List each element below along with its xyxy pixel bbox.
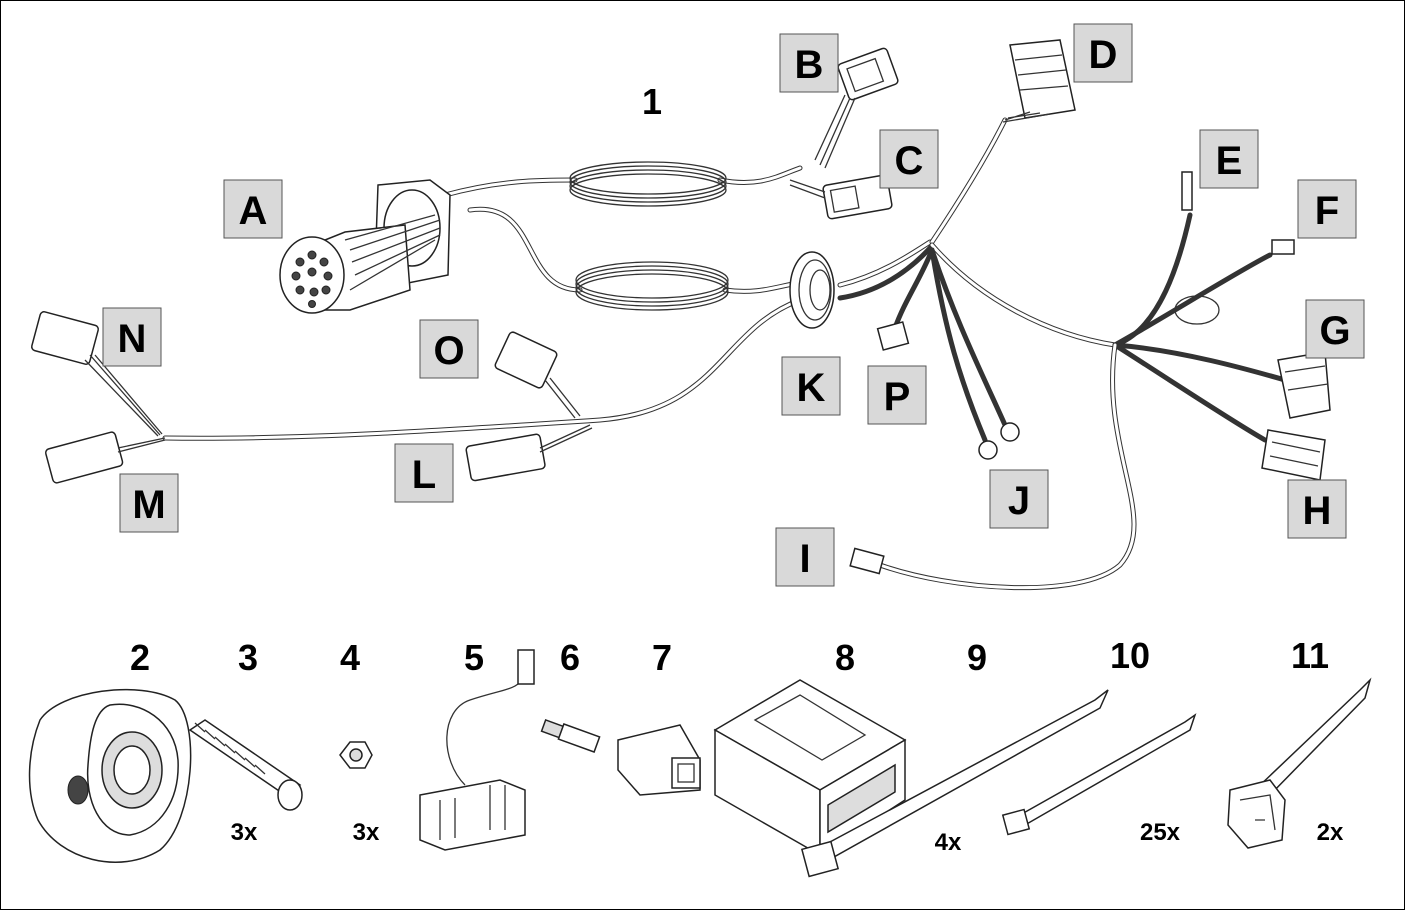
letter-text: I (799, 537, 810, 581)
part-11-clip-tie (1227, 677, 1372, 849)
letter-label-b: B (779, 33, 839, 93)
letter-text: P (884, 375, 911, 419)
letter-text: H (1303, 489, 1332, 533)
connector-i-drawing (849, 547, 885, 575)
connector-d-drawing (1002, 39, 1076, 123)
letter-text: E (1216, 139, 1243, 183)
letter-label-m: M (119, 473, 179, 533)
letter-box (879, 129, 939, 189)
part-10-cable-tie (1001, 713, 1197, 836)
letter-text: F (1315, 189, 1339, 233)
part-labels: 2 3 3x 4 3x 5 6 7 8 9 4x 10 25x 11 2x (130, 635, 1344, 856)
part-number-6: 6 (560, 637, 580, 678)
letter-text: D (1089, 33, 1118, 77)
letter-box (775, 527, 835, 587)
letter-label-n: N (102, 307, 162, 367)
part-number-9: 9 (967, 637, 987, 678)
letter-text: B (795, 43, 824, 87)
part-3-bolt (188, 719, 303, 811)
letter-box (419, 319, 479, 379)
connector-h-drawing (1261, 429, 1326, 481)
letter-label-e: E (1199, 129, 1259, 189)
letter-label-i: I (775, 527, 835, 587)
connector-o-drawing (494, 331, 581, 419)
grommet-k-drawing (789, 251, 835, 329)
letter-label-h: H (1287, 479, 1347, 539)
coil-lower (575, 261, 729, 311)
part-2-socket-housing (28, 688, 192, 863)
letter-box (867, 365, 927, 425)
connector-e-drawing (1181, 171, 1193, 211)
letter-label-o: O (419, 319, 479, 379)
harness-wires (162, 117, 1288, 591)
coil-upper (569, 161, 727, 207)
letter-box (394, 443, 454, 503)
part-4-nut (339, 741, 373, 769)
connector-n-drawing (30, 311, 163, 437)
letter-box (779, 33, 839, 93)
letter-label-l: L (394, 443, 454, 503)
letter-label-g: G (1305, 299, 1365, 359)
part-7-housing (617, 724, 701, 796)
letter-box (1297, 179, 1357, 239)
letter-box (1199, 129, 1259, 189)
part-number-5: 5 (464, 637, 484, 678)
letter-text: L (412, 453, 436, 497)
letter-text: K (797, 366, 826, 410)
part-qty-11: 2x (1317, 819, 1344, 846)
part-qty-9: 4x (935, 829, 962, 856)
part-number-10: 10 (1110, 635, 1150, 676)
connector-g-drawing (1277, 351, 1331, 419)
part-number-3: 3 (238, 637, 258, 678)
connector-l-drawing (465, 424, 593, 482)
letter-label-j: J (989, 469, 1049, 529)
letter-box (1287, 479, 1347, 539)
connector-m-drawing (44, 431, 166, 484)
part-number-8: 8 (835, 637, 855, 678)
letter-label-d: D (1073, 23, 1133, 83)
letter-text: J (1008, 479, 1030, 523)
letter-box (989, 469, 1049, 529)
letter-box (1073, 23, 1133, 83)
letter-label-k: K (781, 356, 841, 416)
part-8-control-module (713, 679, 907, 857)
letter-text: O (433, 329, 464, 373)
harness-label: 1 (642, 81, 662, 122)
letter-box (1305, 299, 1365, 359)
ground-eyelets-j-drawing (978, 422, 1020, 460)
letter-label-p: P (867, 365, 927, 425)
connector-f-drawing (1271, 239, 1295, 255)
connector-b-drawing (814, 47, 899, 169)
letter-box (781, 356, 841, 416)
part-number-11: 11 (1291, 635, 1329, 676)
part-number-4: 4 (340, 637, 360, 678)
part-qty-4: 3x (353, 819, 380, 846)
part-5-fuse-holder (419, 649, 535, 851)
connector-c-drawing (789, 174, 893, 220)
letter-box (102, 307, 162, 367)
letter-label-f: F (1297, 179, 1357, 239)
part-number-7: 7 (652, 637, 672, 678)
harness-number: 1 (642, 81, 662, 122)
part-qty-3: 3x (231, 819, 258, 846)
socket-a-drawing (279, 179, 451, 314)
letter-text: G (1319, 309, 1350, 353)
letter-box (119, 473, 179, 533)
letter-label-a: A (223, 179, 283, 239)
part-number-2: 2 (130, 637, 150, 678)
part-qty-10: 25x (1140, 819, 1181, 846)
letter-labels: A B C D E F G H I J K L M N O P (102, 23, 1365, 587)
part-6-small-connector (540, 718, 601, 753)
letter-text: M (132, 483, 165, 527)
part-9-cable-tie (800, 689, 1109, 878)
letter-label-c: C (879, 129, 939, 189)
letter-text: A (239, 189, 268, 233)
letter-box (223, 179, 283, 239)
connector-p-drawing (876, 321, 910, 351)
letter-text: C (895, 139, 924, 183)
letter-text: N (118, 317, 147, 361)
